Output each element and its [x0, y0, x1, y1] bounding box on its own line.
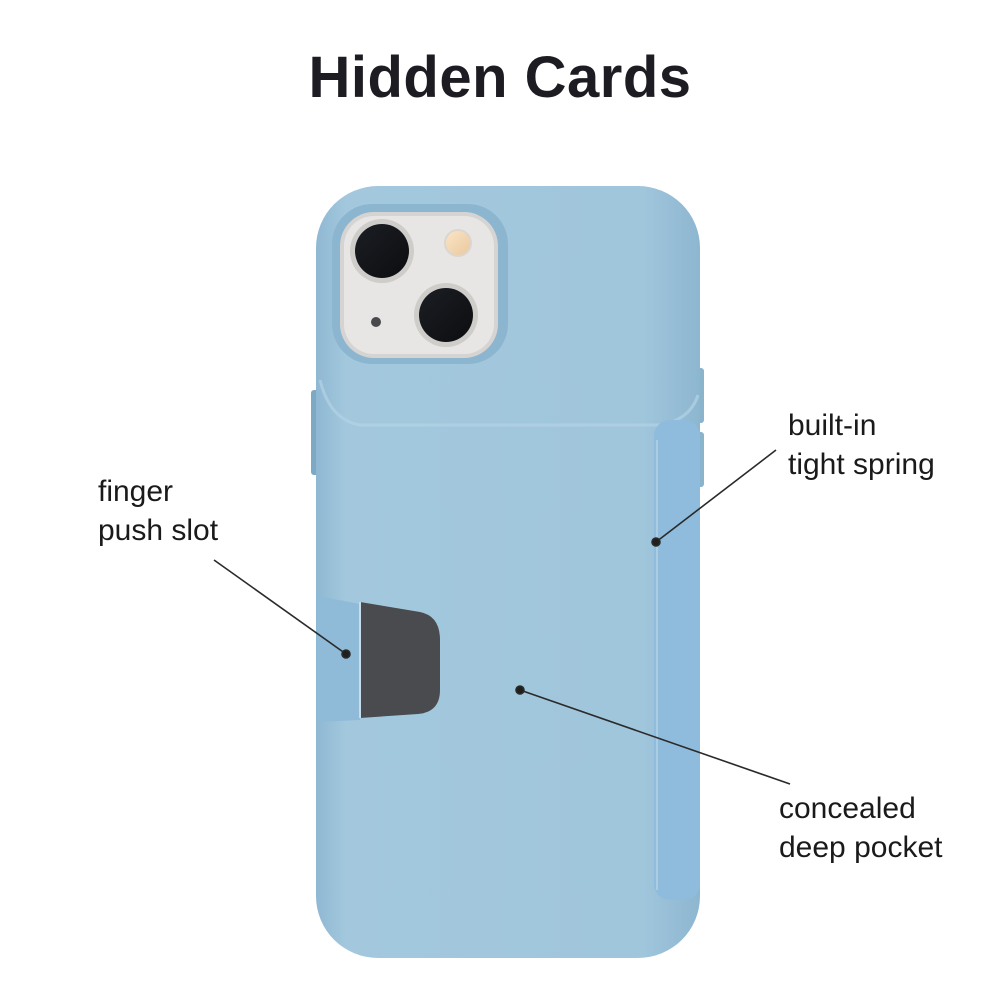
flash-icon [444, 229, 472, 257]
camera-lens-icon [355, 224, 409, 278]
callout-dot [341, 649, 351, 659]
callout-dot [515, 685, 525, 695]
phone-case [316, 186, 700, 958]
microphone-icon [371, 317, 381, 327]
page-title: Hidden Cards [308, 45, 692, 110]
finger-slot [318, 596, 360, 722]
callout-dot [651, 537, 661, 547]
spring-strip [654, 420, 700, 900]
card [360, 602, 440, 718]
camera-lens-icon [419, 288, 473, 342]
